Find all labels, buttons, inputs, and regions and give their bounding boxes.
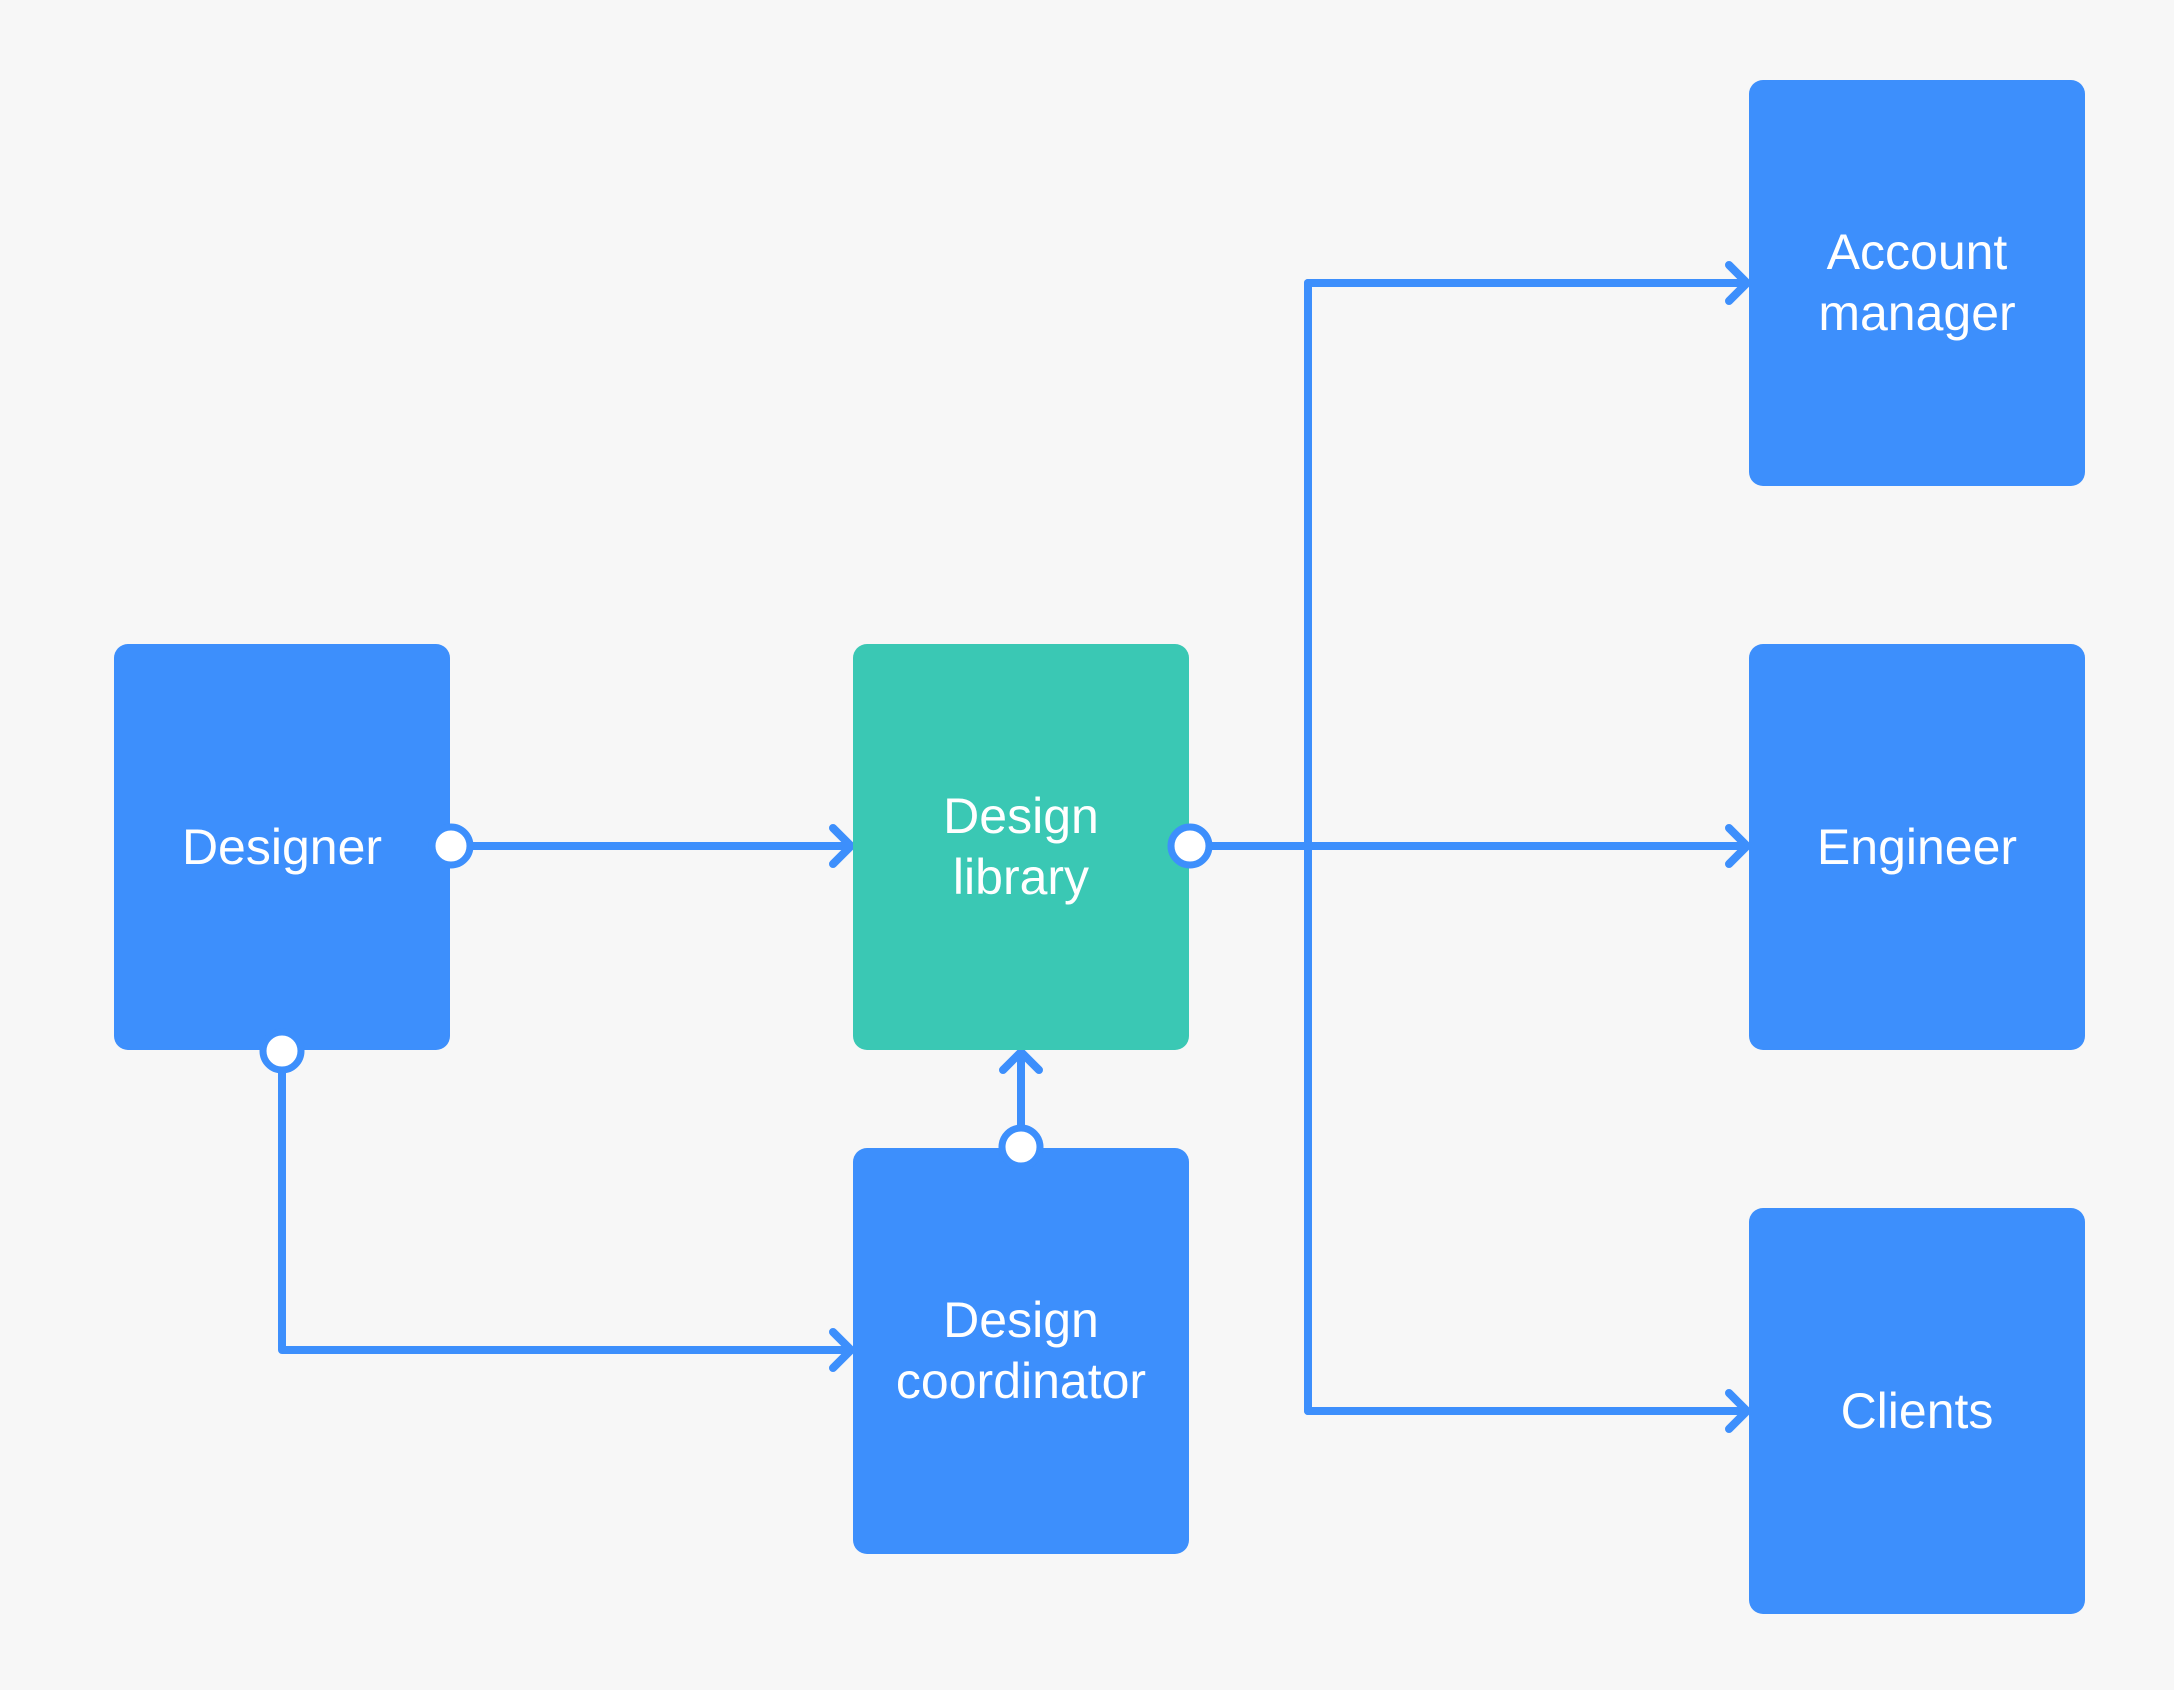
designer-node[interactable]: Designer — [114, 644, 450, 1050]
arrowhead-clients-left — [1725, 1389, 1751, 1433]
design-library-node[interactable]: Design library — [853, 644, 1189, 1050]
clients-label: Clients — [1840, 1382, 1994, 1439]
library-right-port[interactable] — [1167, 823, 1213, 869]
design-coordinator-label: Design coordinator — [895, 1292, 1147, 1409]
engineer-label: Engineer — [1816, 818, 2018, 875]
clients-node[interactable]: Clients — [1749, 1208, 2085, 1614]
engineer-node[interactable]: Engineer — [1749, 644, 2085, 1050]
designer-label: Designer — [181, 818, 383, 875]
arrowhead-library-bottom — [999, 1048, 1043, 1074]
arrowhead-coordinator-left — [829, 1328, 855, 1372]
arrowhead-library-left — [829, 824, 855, 868]
edge-designer-to-coordinator — [278, 1047, 853, 1354]
account-manager-label: Account manager — [1818, 224, 2016, 341]
designer-bottom-port[interactable] — [259, 1028, 305, 1074]
design-library-label: Design library — [943, 788, 1099, 905]
coordinator-top-port[interactable] — [998, 1124, 1044, 1170]
arrowhead-engineer-left — [1725, 824, 1751, 868]
design-coordinator-node[interactable]: Design coordinator — [853, 1148, 1189, 1554]
arrowhead-account-manager-left — [1725, 261, 1751, 305]
designer-right-port[interactable] — [428, 823, 474, 869]
account-manager-node[interactable]: Account manager — [1749, 80, 2085, 486]
